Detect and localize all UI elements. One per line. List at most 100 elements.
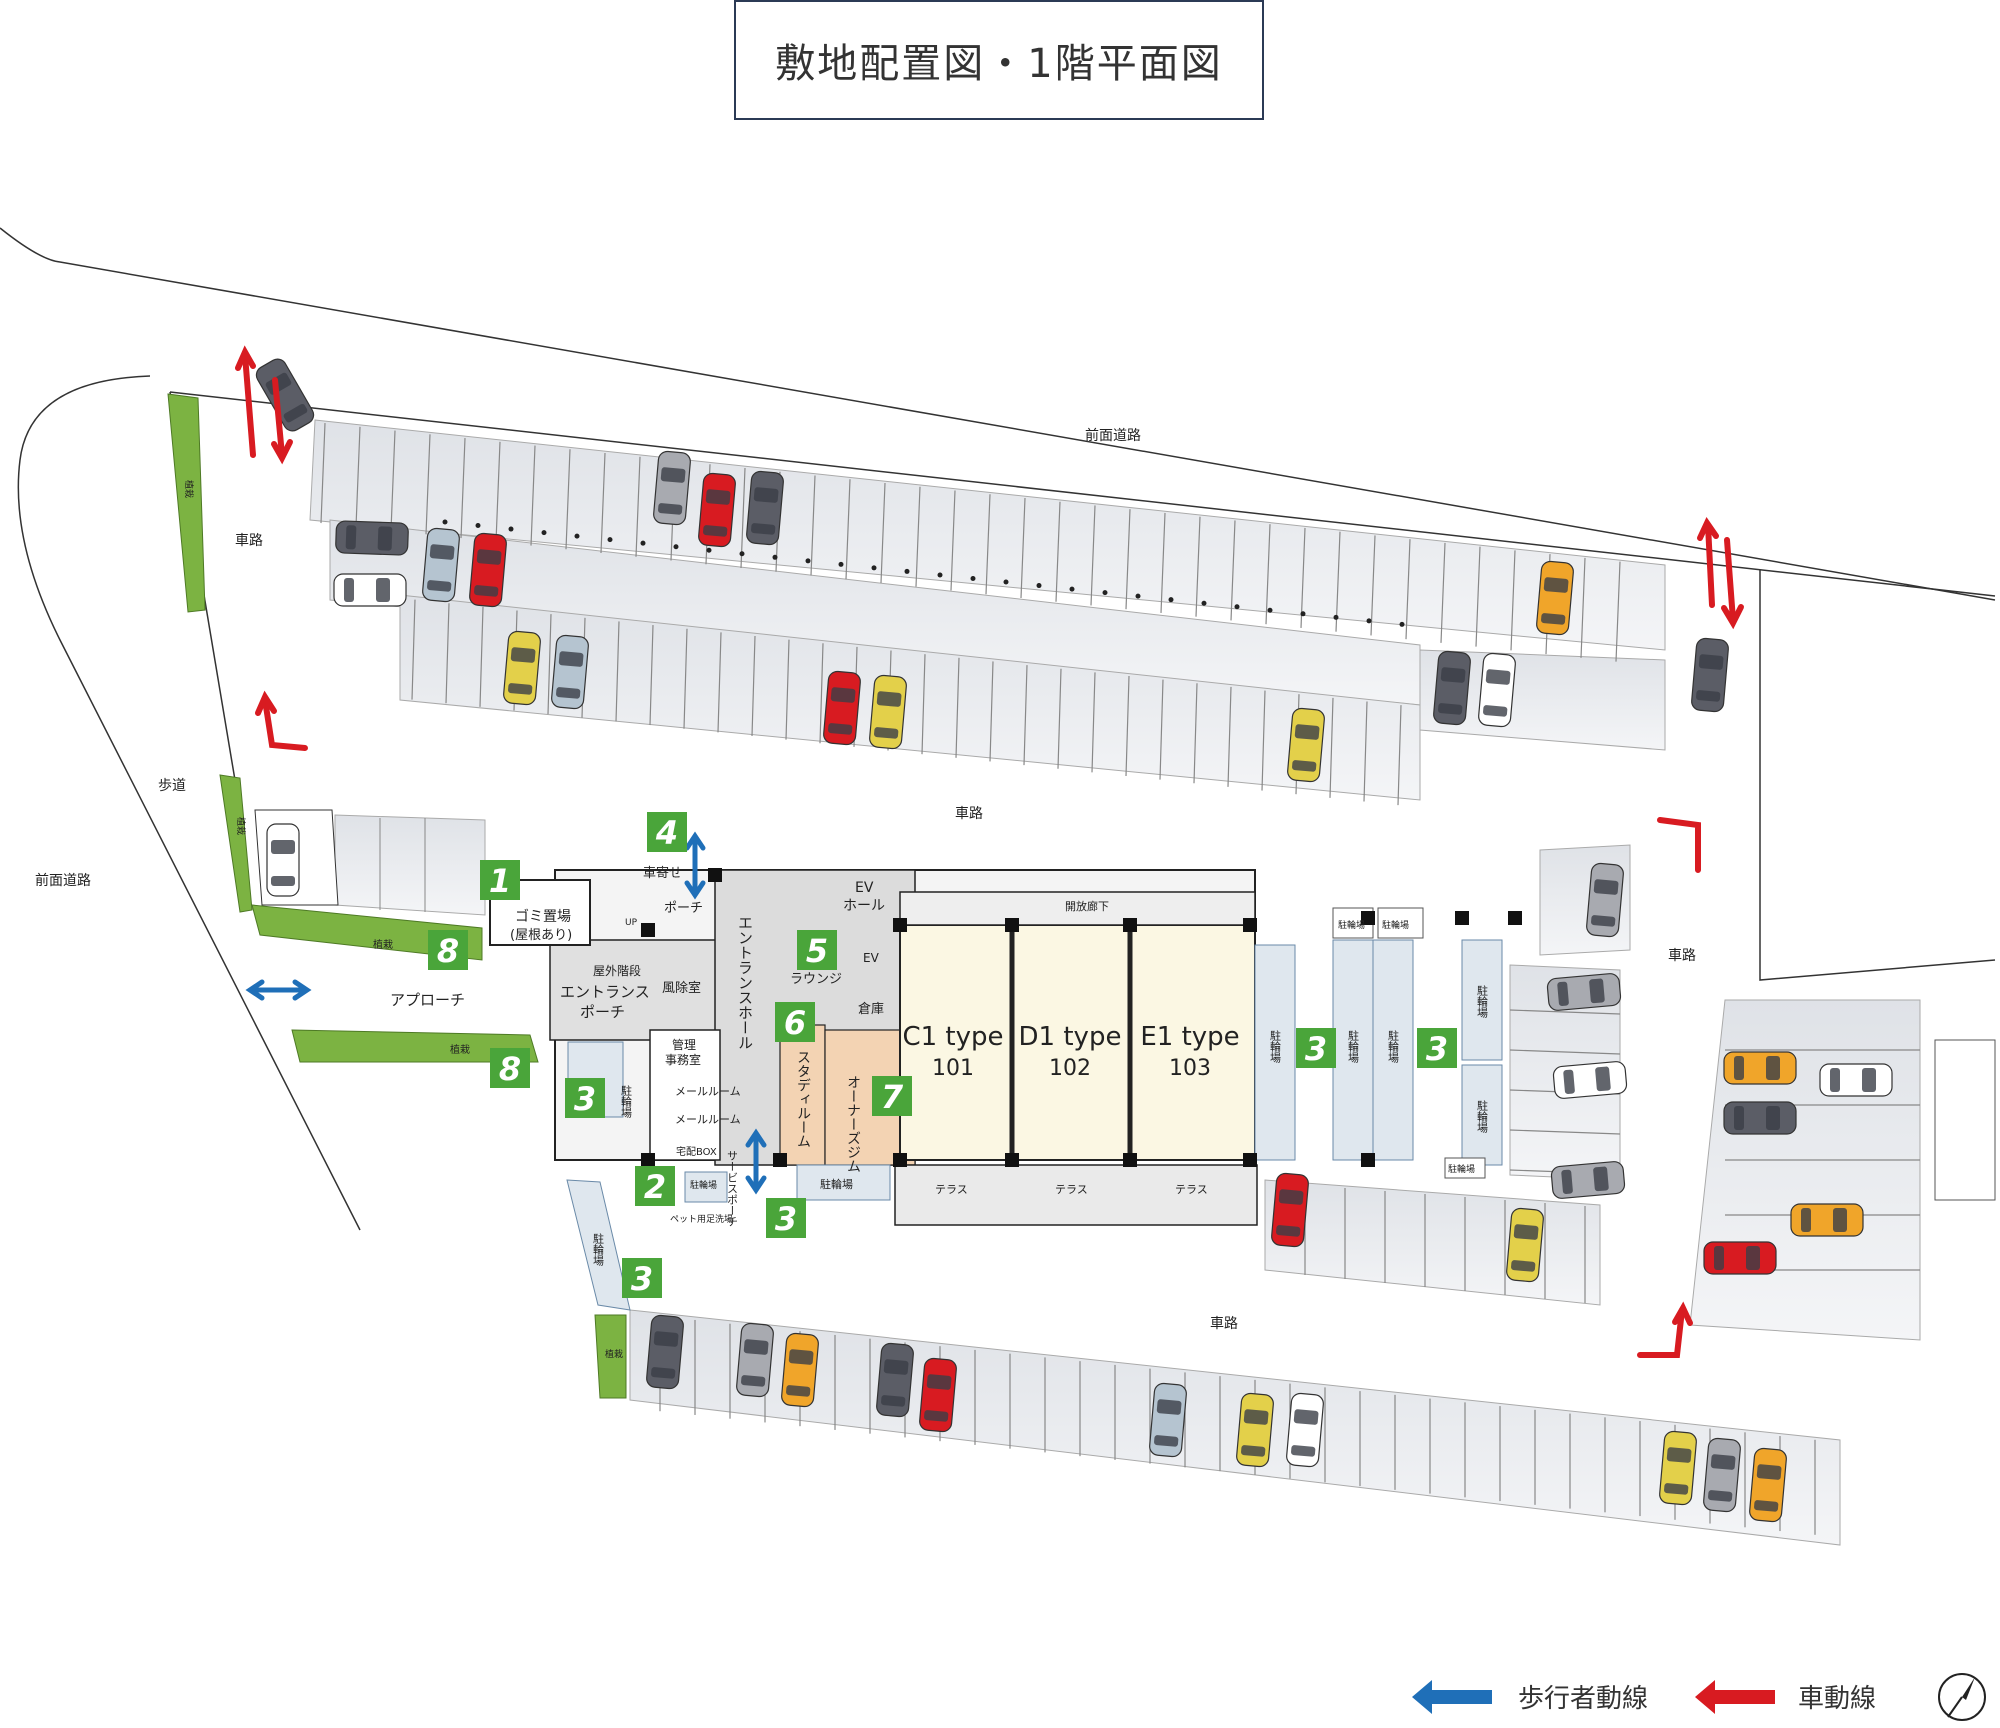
car	[698, 472, 736, 548]
car	[1723, 1101, 1797, 1135]
marker-label: 3	[1426, 1030, 1448, 1068]
car	[335, 520, 409, 556]
marker-3: 3	[565, 1078, 605, 1118]
stall-line	[390, 430, 396, 531]
bollard-dot	[442, 519, 448, 525]
car-rear-window	[1708, 1490, 1733, 1502]
stall-line	[1159, 679, 1164, 780]
car-rear-window	[556, 687, 581, 699]
stall-line	[880, 482, 886, 584]
label-mail-room-1: メールルーム	[675, 1085, 741, 1098]
column	[1243, 918, 1257, 932]
car	[1149, 1382, 1187, 1458]
car	[736, 1322, 774, 1398]
label-planting-2: 植栽	[235, 817, 247, 835]
car-rear-window	[1664, 1483, 1689, 1495]
car	[823, 670, 861, 746]
marker-label: 3	[631, 1260, 653, 1298]
car-windshield	[1833, 1208, 1847, 1232]
column	[1508, 911, 1522, 925]
bollard-dot	[970, 575, 976, 581]
label-bike-parking-8: 駐輪場	[1476, 1099, 1489, 1134]
compass-icon	[1938, 1673, 1986, 1721]
stall-line	[1509, 1129, 1621, 1135]
unit-type-102: D1 type	[1019, 1022, 1122, 1052]
pedestrian-arrows	[245, 831, 767, 1195]
label-bike-parking-2: 駐輪場	[690, 1179, 717, 1191]
car-rear-window	[1557, 981, 1569, 1006]
column	[641, 923, 655, 937]
stall-line	[460, 438, 466, 539]
car	[1790, 1203, 1864, 1237]
label-planting-1: 植栽	[183, 480, 195, 498]
bollard-dot	[1003, 579, 1009, 585]
car-windshield	[1595, 1066, 1611, 1092]
marker-box	[490, 1048, 530, 1088]
car-windshield	[926, 1374, 952, 1390]
label-terrace-3: テラス	[1175, 1183, 1208, 1196]
bollard-dot	[1333, 614, 1339, 620]
car	[469, 532, 507, 608]
car-rear-window	[1483, 705, 1508, 717]
bollard-dot	[1234, 604, 1240, 610]
car	[1723, 1051, 1797, 1085]
car-rear-window	[874, 727, 899, 739]
stall-line	[845, 479, 851, 580]
car	[1536, 560, 1574, 636]
car-rear-window	[1154, 1435, 1179, 1447]
car-windshield	[1293, 1409, 1319, 1425]
label-planting-3: 植栽	[373, 938, 393, 951]
legend-vehicle-label: 車動線	[1798, 1684, 1877, 1714]
bollard-dot	[673, 544, 679, 550]
car-rear-window	[1291, 1445, 1316, 1457]
car-windshield	[429, 544, 455, 560]
bollard-dot	[475, 523, 481, 529]
stall-line	[1370, 535, 1376, 636]
marker-3: 3	[1296, 1028, 1336, 1068]
car-rear-window	[1241, 1445, 1266, 1457]
car-rear-window	[786, 1385, 811, 1397]
marker-box	[766, 1198, 806, 1238]
bollard-dot	[574, 533, 580, 539]
car-windshield	[1710, 1454, 1736, 1470]
vehicle-legend-arrow	[1695, 1680, 1775, 1714]
label-management-1: 管理	[672, 1037, 696, 1052]
car-rear-window	[1561, 1169, 1573, 1194]
column	[773, 1153, 787, 1167]
stall-line	[479, 606, 484, 707]
stall-line	[1265, 524, 1271, 625]
car	[746, 470, 784, 546]
car	[781, 1332, 819, 1408]
car-windshield	[1485, 669, 1511, 685]
car-rear-window	[1292, 760, 1317, 772]
car	[1271, 1172, 1309, 1248]
stall-line	[1230, 520, 1236, 621]
bollard-dot	[1168, 597, 1174, 603]
bollard-dot	[1267, 607, 1273, 613]
bollard-dot	[1135, 593, 1141, 599]
bollard-dot	[607, 537, 613, 543]
car-windshield	[476, 549, 502, 565]
car	[1586, 862, 1624, 938]
stall-line	[649, 625, 654, 726]
bollard-dot	[805, 558, 811, 564]
unit-labels: C1 type 101 D1 type 102 E1 type 103	[902, 1022, 1239, 1081]
car-rear-window	[1830, 1068, 1840, 1092]
bollard-dot	[1399, 621, 1405, 627]
vehicle-arrows	[235, 345, 1744, 1358]
bollard-dot	[1300, 611, 1306, 617]
car-rear-window	[1276, 1225, 1301, 1237]
car	[1749, 1447, 1787, 1523]
stall-line	[1055, 501, 1061, 602]
parking-dots	[442, 519, 1405, 627]
car-rear-window	[751, 523, 776, 535]
car-windshield	[1766, 1056, 1780, 1080]
label-management-2: 事務室	[665, 1052, 701, 1067]
car-windshield	[377, 526, 393, 551]
bollard-dot	[1366, 618, 1372, 624]
bollard-dot	[838, 561, 844, 567]
bollard-dot	[772, 554, 778, 560]
stall-line	[1580, 557, 1586, 658]
car-windshield	[265, 372, 292, 395]
stall-line	[1615, 561, 1621, 662]
